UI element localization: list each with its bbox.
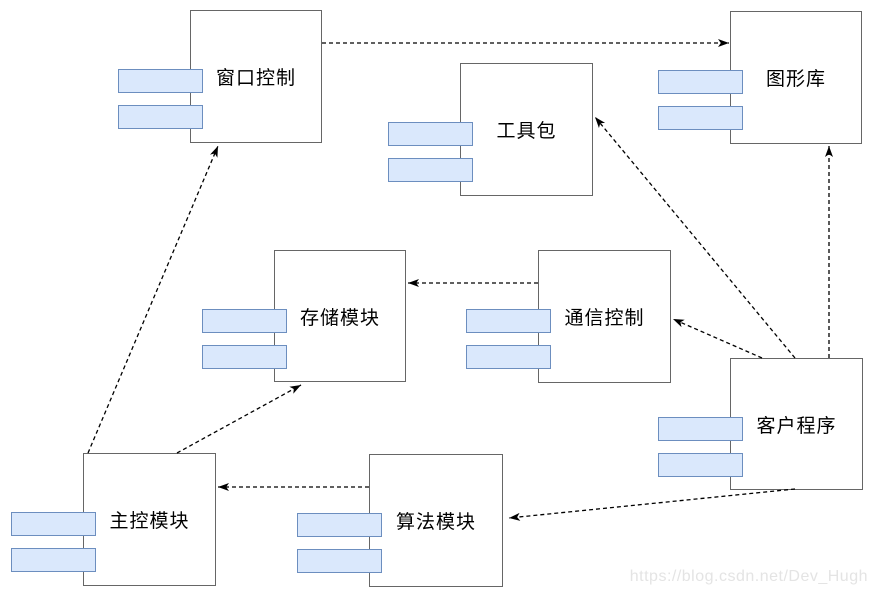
component-tab-client-program-2: [658, 453, 743, 477]
component-storage-module: 存储模块: [274, 250, 406, 382]
component-tab-window-control-1: [118, 69, 203, 93]
component-label-communication-control: 通信控制: [564, 308, 645, 329]
component-graphics-library: 图形库: [730, 11, 862, 144]
component-tab-algorithm-module-2: [297, 549, 382, 573]
component-algorithm-module: 算法模块: [369, 454, 503, 587]
component-tab-graphics-library-1: [658, 70, 743, 94]
component-label-algorithm-module: 算法模块: [395, 512, 476, 533]
component-tab-storage-module-1: [202, 309, 287, 333]
component-tab-client-program-1: [658, 417, 743, 441]
component-tab-communication-control-2: [466, 345, 551, 369]
component-tab-toolkit-2: [388, 158, 473, 182]
component-client-program: 客户程序: [730, 358, 863, 490]
component-tab-window-control-2: [118, 105, 203, 129]
component-communication-control: 通信控制: [538, 250, 671, 383]
component-label-window-control: 窗口控制: [215, 68, 296, 89]
component-tab-main-control-module-2: [11, 548, 96, 572]
component-tab-toolkit-1: [388, 122, 473, 146]
component-main-control-module: 主控模块: [83, 453, 216, 586]
component-tab-algorithm-module-1: [297, 513, 382, 537]
component-tab-storage-module-2: [202, 345, 287, 369]
component-toolkit: 工具包: [460, 63, 593, 196]
component-tab-graphics-library-2: [658, 106, 743, 130]
component-label-toolkit: 工具包: [496, 121, 557, 142]
component-label-client-program: 客户程序: [756, 415, 837, 437]
component-window-control: 窗口控制: [190, 10, 322, 143]
component-tab-communication-control-1: [466, 309, 551, 333]
component-tab-main-control-module-1: [11, 512, 96, 536]
component-label-storage-module: 存储模块: [299, 307, 380, 329]
watermark: https://blog.csdn.net/Dev_Hugh: [629, 568, 868, 585]
component-label-main-control-module: 主控模块: [109, 511, 190, 532]
component-label-graphics-library: 图形库: [765, 69, 826, 90]
